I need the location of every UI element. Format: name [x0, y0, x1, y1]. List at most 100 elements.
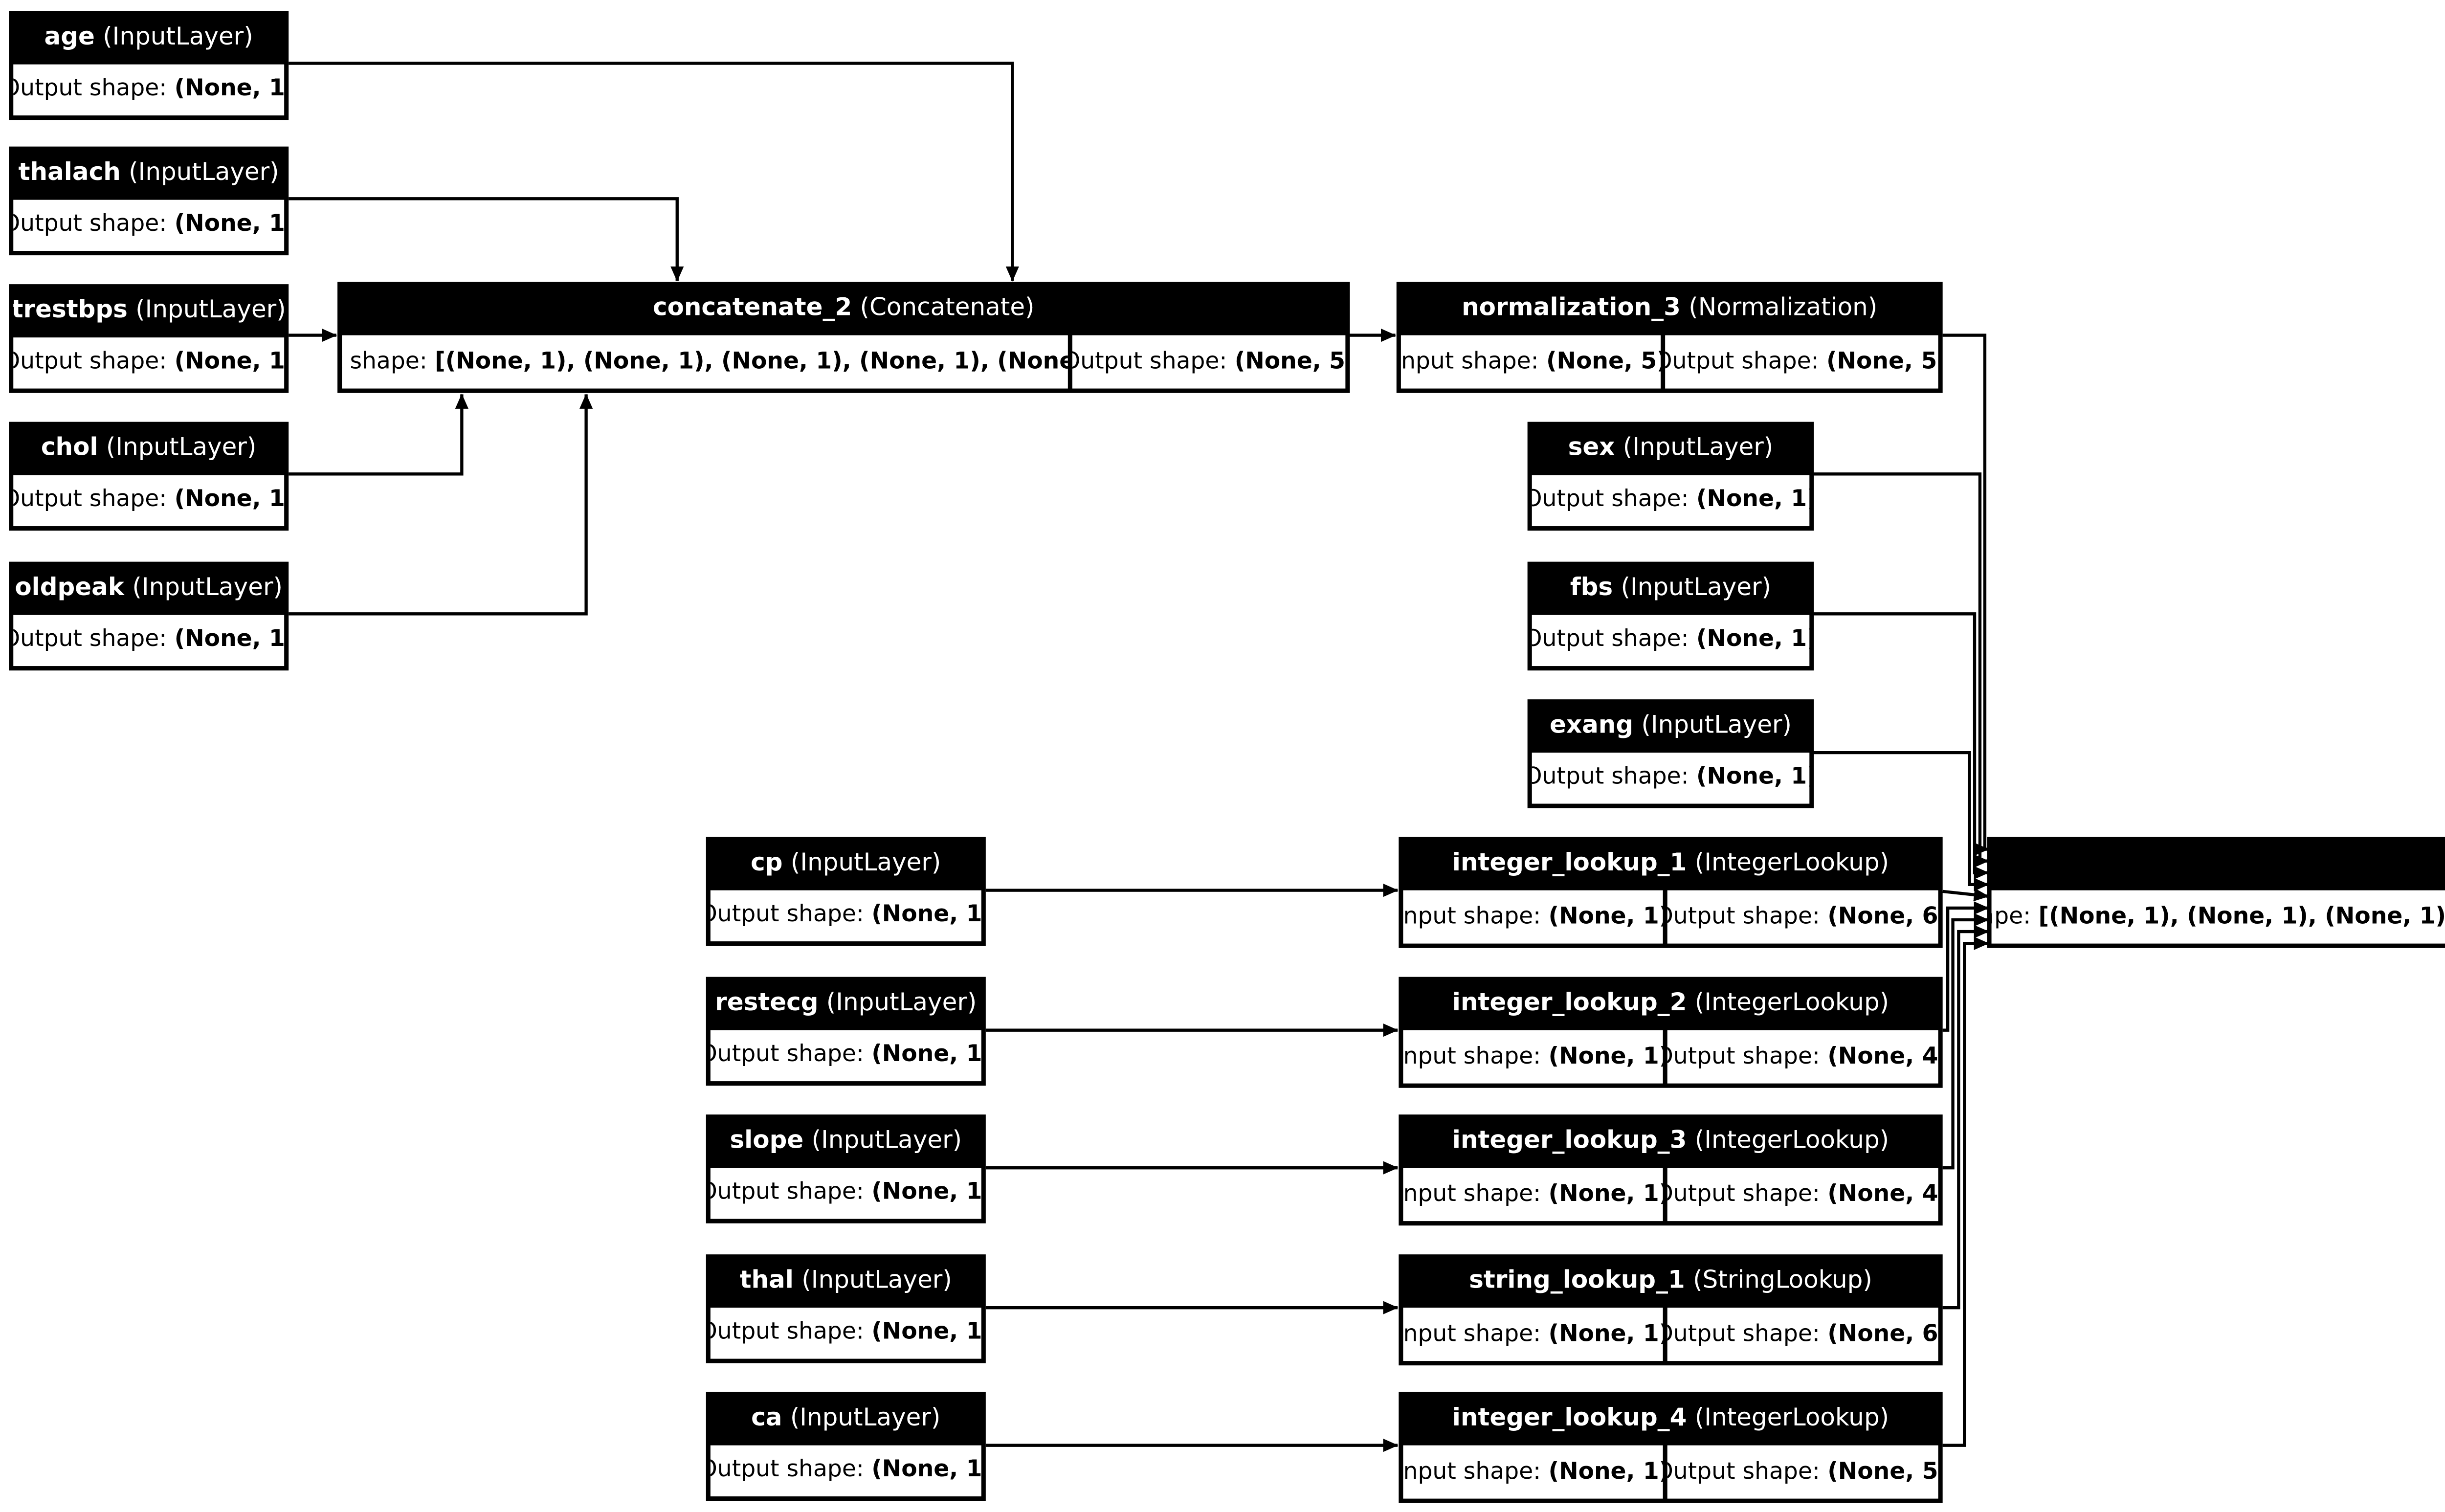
- layer-type: (InputLayer): [132, 573, 283, 602]
- node-integer_lookup_3-output-shape: Output shape:(None, 4): [1666, 1167, 1937, 1221]
- node-integer_lookup_1: integer_lookup_1(IntegerLookup) Input sh…: [1399, 837, 1943, 948]
- node-exang-output-shape: Output shape:(None, 1): [1533, 752, 1809, 803]
- node-normalization_3-output-shape: Output shape:(None, 5): [1664, 334, 1937, 388]
- layer-name: sex: [1568, 433, 1615, 463]
- layer-name: concatenate_2: [652, 293, 852, 323]
- node-slope-output-shape: Output shape:(None, 1): [711, 1167, 980, 1218]
- node-string_lookup_1-input-shape: Input shape:(None, 1): [1404, 1307, 1662, 1360]
- layer-name: exang: [1549, 711, 1634, 740]
- edge-oldpeak-to-concatenate_2: [289, 393, 593, 616]
- node-exang-title: exang(InputLayer): [1533, 699, 1809, 752]
- node-concatenate_3: concatenate_3(Concatenate) Input shape:[…: [1987, 837, 2445, 948]
- layer-type: (InputLayer): [801, 1266, 952, 1295]
- edge-integer_lookup_4-to-concatenate_3: [1942, 936, 1989, 1447]
- node-concatenate_3-title: concatenate_3(Concatenate): [1992, 837, 2445, 889]
- node-thal-title: thal(InputLayer): [711, 1254, 980, 1307]
- node-integer_lookup_1-input-shape: Input shape:(None, 1): [1404, 889, 1662, 943]
- node-fbs-title: fbs(InputLayer): [1533, 562, 1809, 614]
- edge-thalach-to-concatenate_2: [289, 197, 684, 282]
- layer-name: fbs: [1570, 573, 1613, 602]
- node-oldpeak-title: oldpeak(InputLayer): [14, 562, 283, 614]
- node-thalach-title: thalach (InputLayer): [14, 147, 283, 199]
- layer-name: oldpeak: [15, 573, 125, 602]
- layer-name: slope: [730, 1126, 804, 1156]
- layer-name: chol: [41, 433, 98, 463]
- node-cp: cp(InputLayer) Output shape:(None, 1): [706, 837, 986, 946]
- node-integer_lookup_4-title: integer_lookup_4(IntegerLookup): [1404, 1392, 1937, 1445]
- node-string_lookup_1: string_lookup_1 (StringLookup) Input shap…: [1399, 1254, 1943, 1366]
- layer-type: (IntegerLookup): [1694, 848, 1889, 878]
- node-string_lookup_1-title: string_lookup_1 (StringLookup): [1404, 1254, 1937, 1307]
- layer-type: (InputLayer): [106, 433, 257, 463]
- node-integer_lookup_2-output-shape: Output shape:(None, 4): [1666, 1029, 1937, 1083]
- node-fbs: fbs(InputLayer) Output shape:(None, 1): [1527, 561, 1814, 671]
- node-age-output-shape: Output shape:(None, 1): [14, 63, 284, 115]
- node-integer_lookup_4-output-shape: Output shape:(None, 5): [1666, 1444, 1937, 1498]
- node-sex: sex(InputLayer) Output shape:(None, 1): [1527, 422, 1814, 531]
- node-slope: slope(InputLayer) Output shape:(None, 1): [706, 1114, 986, 1223]
- layer-type: (IntegerLookup): [1694, 1126, 1889, 1156]
- node-chol-output-shape: Output shape:(None, 1): [14, 474, 284, 526]
- layer-type: (IntegerLookup): [1694, 1403, 1889, 1433]
- layer-type: (InputLayer): [790, 1403, 941, 1433]
- layer-type: (InputLayer): [811, 1126, 962, 1156]
- node-exang: exang(InputLayer) Output shape:(None, 1): [1527, 699, 1814, 808]
- layer-name: cp: [751, 848, 783, 878]
- layer-name: restecg: [715, 988, 819, 1018]
- node-trestbps-output-shape: Output shape:(None, 1): [14, 336, 284, 388]
- layer-name: integer_lookup_2: [1452, 988, 1687, 1018]
- node-fbs-output-shape: Output shape:(None, 1): [1533, 614, 1809, 666]
- node-ca-title: ca(InputLayer): [711, 1392, 980, 1445]
- node-chol: chol (InputLayer) Output shape:(None, 1): [9, 422, 289, 531]
- edge-integer_lookup_3-to-concatenate_3: [1942, 913, 1989, 1170]
- layer-name: integer_lookup_4: [1452, 1403, 1687, 1433]
- node-sex-title: sex (InputLayer): [1533, 422, 1809, 474]
- layer-name: integer_lookup_1: [1452, 848, 1687, 878]
- layer-type: (IntegerLookup): [1694, 988, 1889, 1018]
- layer-name: normalization_3: [1462, 293, 1681, 323]
- node-slope-title: slope(InputLayer): [711, 1114, 980, 1167]
- layer-name: string_lookup_1: [1469, 1266, 1685, 1295]
- layer-type: (InputLayer): [129, 158, 279, 187]
- node-normalization_3: normalization_3(Normalization) Input sha…: [1396, 282, 1943, 393]
- node-ca: ca(InputLayer) Output shape:(None, 1): [706, 1392, 986, 1501]
- layer-type: (Concatenate): [860, 293, 1035, 323]
- node-concatenate_3-input-shape: Input shape:[(None, 1), (None, 1), (None…: [1992, 889, 2445, 943]
- node-concatenate_2-input-shape: Input shape:[(None, 1), (None, 1), (None…: [342, 334, 1069, 388]
- layer-type: (StringLookup): [1693, 1266, 1872, 1295]
- layer-type: (Normalization): [1689, 293, 1878, 323]
- node-integer_lookup_3-title: integer_lookup_3(IntegerLookup): [1404, 1114, 1937, 1167]
- node-integer_lookup_2: integer_lookup_2(IntegerLookup) Input sh…: [1399, 977, 1943, 1088]
- edge-integer_lookup_1-to-concatenate_3: [1942, 888, 1989, 902]
- layer-name: trestbps: [14, 296, 128, 325]
- layer-name: thalach: [18, 158, 121, 187]
- node-concatenate_2: concatenate_2 (Concatenate) Input shape:[…: [337, 282, 1350, 393]
- layer-type: (InputLayer): [135, 296, 284, 325]
- node-integer_lookup_2-title: integer_lookup_2(IntegerLookup): [1404, 977, 1937, 1029]
- node-integer_lookup_1-output-shape: Output shape:(None, 6): [1666, 889, 1937, 943]
- layer-type: (InputLayer): [1623, 433, 1774, 463]
- node-integer_lookup_3: integer_lookup_3(IntegerLookup) Input sh…: [1399, 1114, 1943, 1226]
- edge-sex-to-concatenate_3: [1814, 472, 1989, 868]
- layer-type: (InputLayer): [790, 848, 941, 878]
- layer-name: age: [44, 22, 95, 52]
- node-thalach-output-shape: Output shape:(None, 1): [14, 199, 284, 250]
- node-string_lookup_1-output-shape: Output shape:(None, 6): [1666, 1307, 1937, 1360]
- node-ca-output-shape: Output shape:(None, 1): [711, 1444, 980, 1496]
- node-concatenate_2-output-shape: Output shape:(None, 5): [1073, 334, 1345, 388]
- layer-name: thal: [739, 1266, 794, 1295]
- node-restecg: restecg(InputLayer) Output shape:(None, …: [706, 977, 986, 1086]
- node-cp-output-shape: Output shape:(None, 1): [711, 889, 980, 941]
- layer-type: (InputLayer): [1641, 711, 1792, 740]
- node-integer_lookup_4-input-shape: Input shape:(None, 1): [1404, 1444, 1662, 1498]
- layer-name: integer_lookup_3: [1452, 1126, 1687, 1156]
- edge-age-to-concatenate_2: [289, 62, 1019, 282]
- node-thal-output-shape: Output shape:(None, 1): [711, 1307, 980, 1358]
- node-oldpeak: oldpeak(InputLayer) Output shape:(None, …: [9, 561, 289, 671]
- node-trestbps-title: trestbps(InputLayer): [14, 284, 283, 336]
- node-integer_lookup_3-input-shape: Input shape:(None, 1): [1404, 1167, 1662, 1221]
- node-restecg-title: restecg(InputLayer): [711, 977, 980, 1029]
- edge-normalization_3-to-concatenate_3: [1942, 334, 1989, 856]
